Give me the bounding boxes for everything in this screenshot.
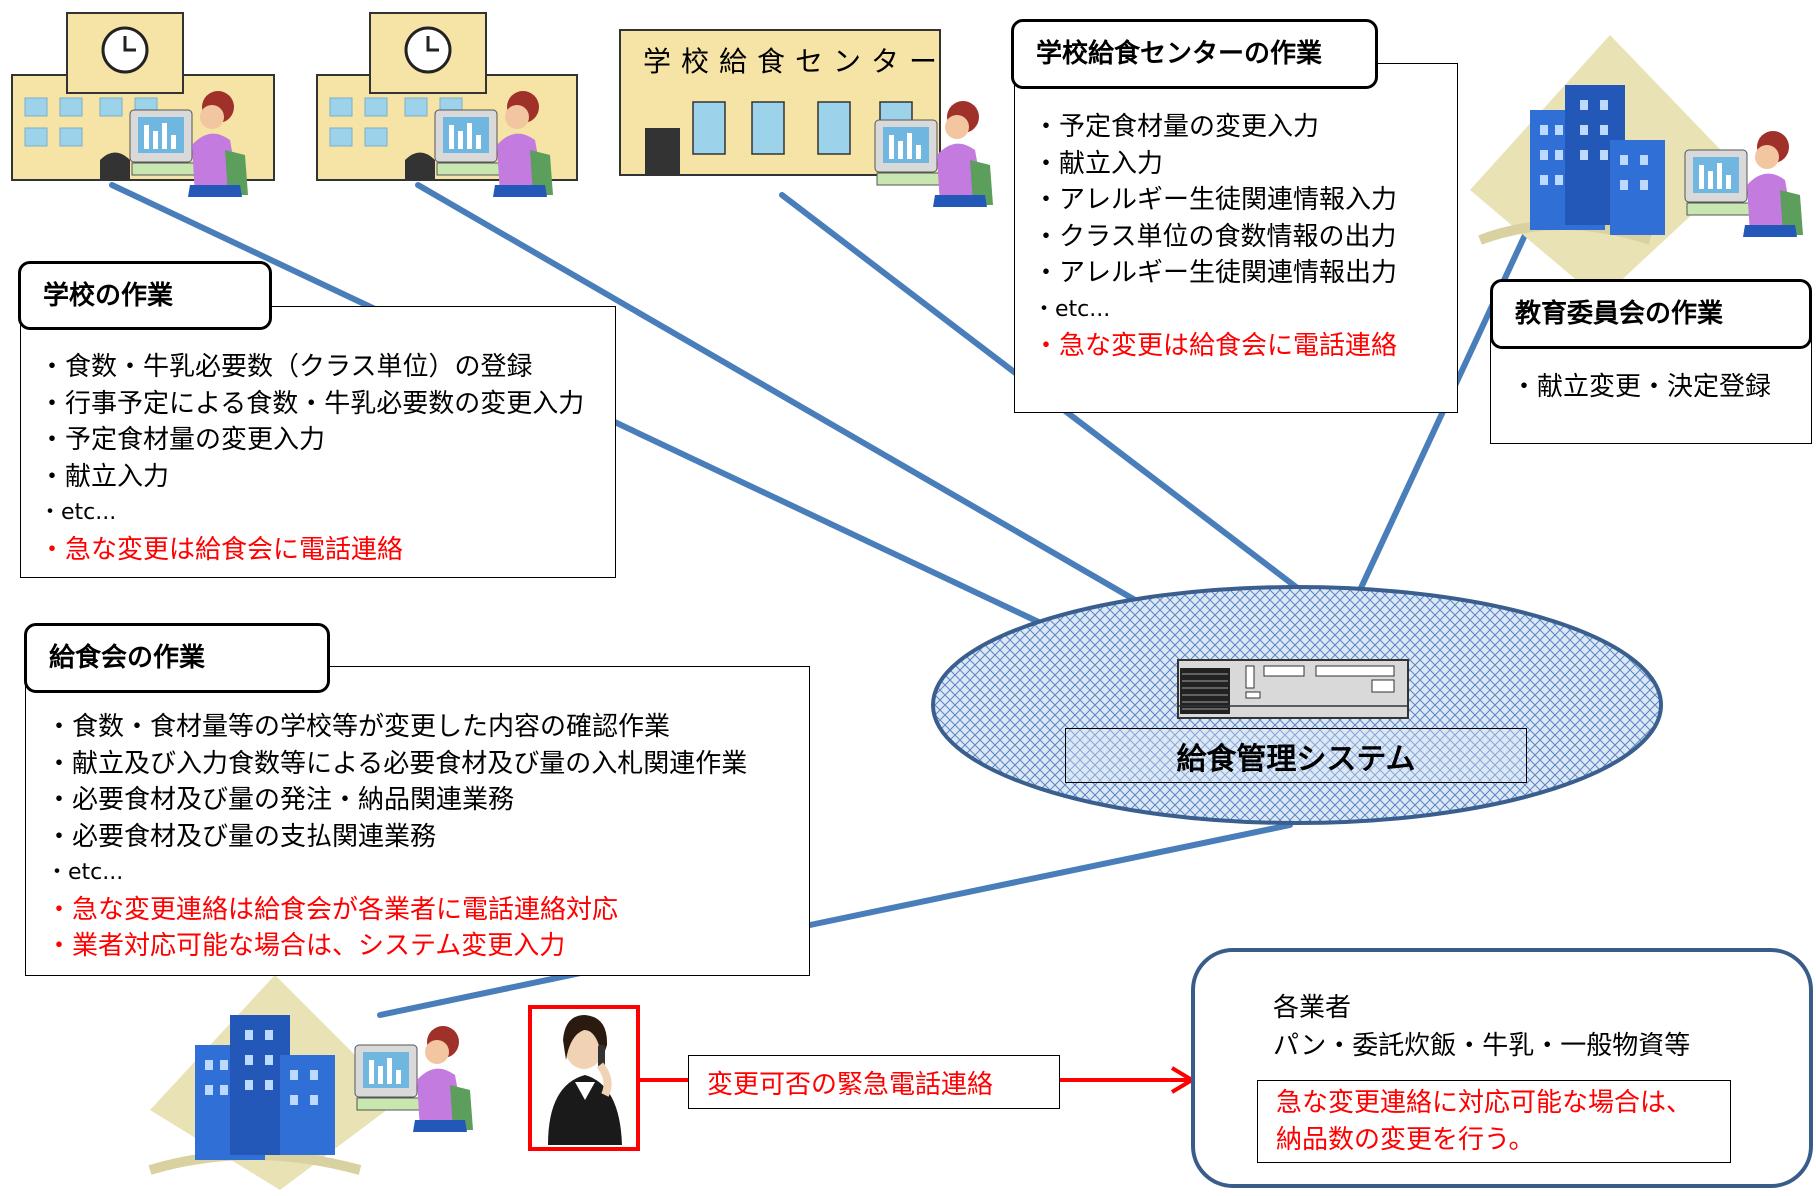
server-icon [1177,659,1409,719]
school-task-list: ・食数・牛乳必要数（クラス単位）の登録 ・行事予定による食数・牛乳必要数の変更入… [39,349,584,568]
school-task-item: ・行事予定による食数・牛乳必要数の変更入力 [39,388,585,419]
connector-school-2 [415,182,1138,603]
center-task-item: ・アレルギー生徒関連情報出力 [1033,258,1398,288]
kyushokukai-task-item: ・急な変更連絡は給食会が各業者に電話連絡対応 [46,894,619,925]
school-task-item: ・急な変更は給食会に電話連絡 [39,534,404,565]
kyushoku-center-sign: 学校給食センター [643,45,948,78]
vendors-note: 急な変更連絡に対応可能な場合は、 納品数の変更を行う。 [1257,1080,1731,1163]
kyushokukai-task-item: ・必要食材及び量の発注・納品関連業務 [46,785,515,815]
center-task-item: ・急な変更は給食会に電話連絡 [1033,331,1398,361]
school-task-title: 学校の作業 [18,261,272,330]
phone-contact-label: 変更可否の緊急電話連絡 [688,1055,1060,1109]
worker-at-pc-icon-1 [129,91,248,197]
board-task-list: ・献立変更・決定登録 [1511,369,1771,406]
kyushokukai-task-box: ・食数・食材量等の学校等が変更した内容の確認作業 ・献立及び入力食数等による必要… [25,666,810,976]
vendors-note-line: 急な変更連絡に対応可能な場合は、 [1276,1088,1693,1118]
kyushokukai-building [148,975,400,1190]
connector-kyushokukai-a [807,822,1293,928]
kyushokukai-task-item: ・食数・食材量等の学校等が変更した内容の確認作業 [46,712,671,742]
vendors-box [1191,948,1813,1188]
center-task-list: ・予定食材量の変更入力 ・献立入力 ・アレルギー生徒関連情報入力 ・クラス単位の… [1033,109,1397,365]
kyushokukai-task-item: ・etc... [46,860,124,885]
center-task-item: ・クラス単位の食数情報の出力 [1033,221,1397,252]
center-task-item: ・アレルギー生徒関連情報入力 [1033,185,1398,215]
board-task-title: 教育委員会の作業 [1490,279,1812,349]
vendors-note-line: 納品数の変更を行う。 [1276,1125,1535,1155]
board-task-item: ・献立変更・決定登録 [1511,372,1772,402]
kyushokukai-task-item: ・業者対応可能な場合は、システム変更入力 [46,931,566,961]
center-task-title: 学校給食センターの作業 [1011,19,1378,89]
school-task-item: ・献立入力 [39,461,170,492]
center-task-item: ・予定食材量の変更入力 [1033,112,1320,142]
board-office-building [1470,35,1740,300]
school-task-item: ・etc... [39,500,117,525]
kyushokukai-task-list: ・食数・食材量等の学校等が変更した内容の確認作業 ・献立及び入力食数等による必要… [46,709,747,965]
kyushokukai-task-item: ・必要食材及び量の支払関連業務 [46,821,437,852]
school-task-box: ・食数・牛乳必要数（クラス単位）の登録 ・行事予定による食数・牛乳必要数の変更入… [20,306,616,578]
system-label: 給食管理システム [1065,728,1527,783]
vendors-types: パン・委託炊飯・牛乳・一般物資等 [1273,1031,1691,1061]
center-task-box: ・予定食材量の変更入力 ・献立入力 ・アレルギー生徒関連情報入力 ・クラス単位の… [1014,63,1458,413]
school-task-item: ・食数・牛乳必要数（クラス単位）の登録 [39,352,533,382]
center-task-item: ・献立入力 [1033,148,1164,179]
center-task-item: ・etc... [1033,296,1111,322]
kyushokukai-task-title: 給食会の作業 [24,623,330,693]
phone-caller-icon [528,1005,640,1151]
kyushokukai-task-item: ・献立及び入力食数等による必要食材及び量の入札関連作業 [46,748,748,779]
school-task-item: ・予定食材量の変更入力 [39,425,326,455]
vendors-title: 各業者 [1273,993,1352,1023]
